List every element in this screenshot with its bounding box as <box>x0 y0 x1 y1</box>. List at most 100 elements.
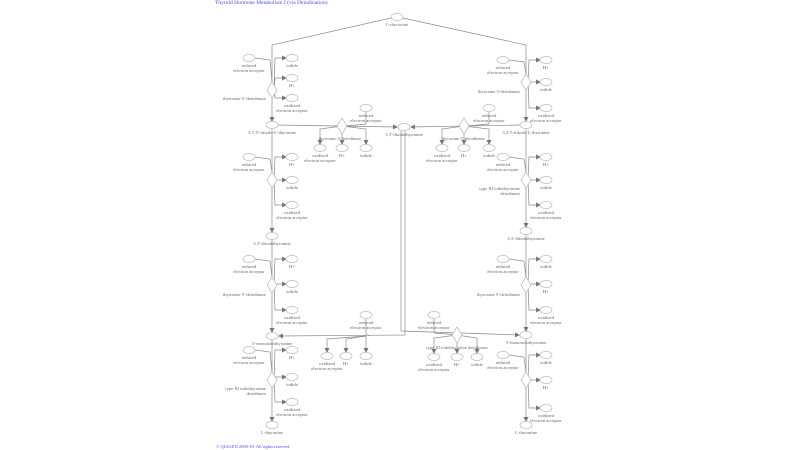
enzyme-label[interactable]: thyroxine 5'-deiodinase <box>441 136 484 141</box>
metabolite-node[interactable] <box>519 227 533 235</box>
enzyme-label[interactable]: thyroxine 5'-deiodinase <box>223 96 266 101</box>
compound-node[interactable] <box>435 144 449 152</box>
compound-node[interactable] <box>313 144 327 152</box>
compound-node[interactable] <box>285 373 299 381</box>
compound-node[interactable] <box>539 376 553 384</box>
metabolite-node[interactable] <box>397 123 411 131</box>
compound-node[interactable] <box>539 255 553 263</box>
compound-node[interactable] <box>242 255 256 263</box>
compound-node[interactable] <box>242 153 256 161</box>
compound-node[interactable] <box>496 153 510 161</box>
reaction-node-icon[interactable] <box>458 117 470 135</box>
compound-node[interactable] <box>285 346 299 354</box>
nodes: L-thyroxine3,3',5'-triiodo-L-thyronine3,… <box>223 13 562 435</box>
reaction-node-icon[interactable] <box>520 371 532 389</box>
reaction-edge <box>527 179 541 208</box>
compound-node[interactable] <box>242 346 256 354</box>
reaction-edge <box>508 156 527 173</box>
compound-node[interactable] <box>496 351 510 359</box>
compound-node[interactable] <box>242 54 256 62</box>
compound-node[interactable] <box>285 94 299 102</box>
compound-node[interactable] <box>482 104 496 112</box>
reaction-edge <box>273 347 287 381</box>
compound-node[interactable] <box>359 311 373 319</box>
reaction-node-icon[interactable] <box>336 117 348 135</box>
compound-label: H+ <box>543 162 549 167</box>
compound-node[interactable] <box>539 56 553 64</box>
compound-node[interactable] <box>539 176 553 184</box>
compound-node[interactable] <box>285 280 299 288</box>
enzyme-label[interactable]: type III iodothyronine deiodinase <box>426 345 487 350</box>
compound-node[interactable] <box>285 74 299 82</box>
metabolite-node[interactable] <box>519 421 533 429</box>
reaction-node-icon[interactable] <box>266 276 278 294</box>
compound-node[interactable] <box>539 306 553 314</box>
reaction-edge <box>344 112 367 127</box>
compound-node[interactable] <box>470 353 484 361</box>
compound-node[interactable] <box>496 255 510 263</box>
metabolite-node[interactable] <box>265 332 279 340</box>
compound-node[interactable] <box>427 311 441 319</box>
metabolite-node[interactable] <box>265 121 279 129</box>
compound-node[interactable] <box>285 153 299 161</box>
compound-node[interactable] <box>457 144 471 152</box>
pathway-title[interactable]: Thyroid Hormone Metabolism I (via Deiodi… <box>215 0 328 6</box>
copyright-notice[interactable]: © QIAGEN 2000-19. All rights reserved <box>216 444 290 449</box>
compound-node[interactable] <box>539 351 553 359</box>
compound-node[interactable] <box>285 54 299 62</box>
compound-label: H+ <box>289 162 295 167</box>
compound-node[interactable] <box>359 352 373 360</box>
metabolite-node[interactable] <box>265 421 279 429</box>
reaction-node-icon[interactable] <box>520 276 532 294</box>
compound-label: H+ <box>289 83 295 88</box>
compound-node[interactable] <box>539 153 553 161</box>
reaction-node-icon[interactable] <box>520 171 532 189</box>
compound-node[interactable] <box>539 104 553 112</box>
compound-node[interactable] <box>496 56 510 64</box>
compound-node[interactable] <box>320 352 334 360</box>
compound-label: iodide <box>286 185 297 190</box>
metabolite-node[interactable] <box>519 121 533 129</box>
compound-node[interactable] <box>539 404 553 412</box>
compound-node[interactable] <box>427 353 441 361</box>
compound-label: iodide <box>540 185 551 190</box>
compound-node[interactable] <box>450 353 464 361</box>
reaction-edge <box>527 379 541 411</box>
reaction-node-icon[interactable] <box>451 326 463 344</box>
compound-node[interactable] <box>285 398 299 406</box>
reaction-edge <box>527 256 541 286</box>
enzyme-label[interactable]: thyroxine 5-deiodinase <box>319 136 361 141</box>
reaction-node-icon[interactable] <box>266 371 278 389</box>
reaction-node-icon[interactable] <box>266 81 278 99</box>
metabolite-node[interactable] <box>519 331 533 339</box>
compound-node[interactable] <box>359 144 373 152</box>
compound-node[interactable] <box>285 201 299 209</box>
compound-node[interactable] <box>359 104 373 112</box>
compound-node[interactable] <box>285 306 299 314</box>
reaction-edge <box>317 125 343 145</box>
reaction-node-icon[interactable] <box>520 73 532 91</box>
reaction-node-icon[interactable] <box>266 171 278 189</box>
enzyme-label[interactable]: thyroxine 5'-deiodinase <box>477 292 520 297</box>
metabolite-label: 3,3',5-triiodo-L-thyronine <box>502 130 549 136</box>
compound-label: H+ <box>454 362 460 367</box>
compound-node[interactable] <box>285 176 299 184</box>
compound-node[interactable] <box>482 144 496 152</box>
metabolite-node[interactable] <box>390 13 404 21</box>
compound-node[interactable] <box>285 255 299 263</box>
compound-node[interactable] <box>539 78 553 86</box>
compound-node[interactable] <box>539 201 553 209</box>
enzyme-label[interactable]: thyroxine 5-deiodinase <box>478 89 520 94</box>
compound-node[interactable] <box>539 280 553 288</box>
compound-node[interactable] <box>339 352 353 360</box>
metabolite-node[interactable] <box>265 232 279 240</box>
enzyme-label[interactable]: thyroxine 5'-deiodinase <box>223 292 266 297</box>
compound-node[interactable] <box>335 144 349 152</box>
